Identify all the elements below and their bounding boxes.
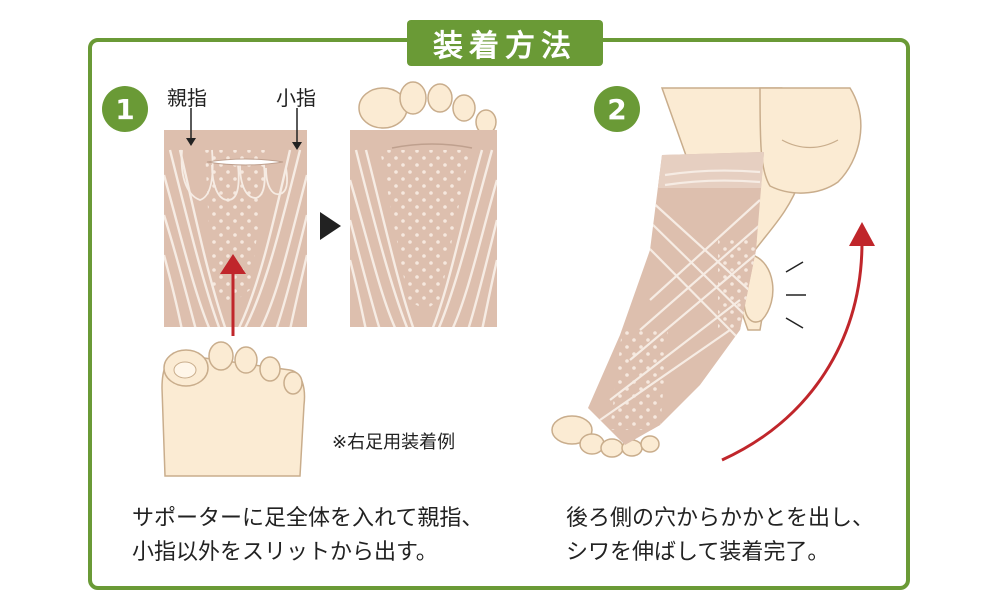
title-badge: 装着方法 [407,20,603,66]
sock-panel-before [164,130,307,327]
big-toe-label: 親指 [167,86,207,110]
up-arrow-icon [721,222,875,462]
step-1-badge: 1 [102,86,148,132]
step-1-number: 1 [115,92,135,126]
up-arrow-icon [220,254,246,336]
step-2-description-line1: 後ろ側の穴からかかとを出し、 [566,506,875,531]
step-2-badge: 2 [594,86,640,132]
right-foot-note: ※右足用装着例 [332,432,456,453]
step-1-description: サポーターに足全体を入れて親指、 小指以外をスリットから出す。 [132,502,483,570]
step-2-description-line2: シワを伸ばして装着完了。 [566,540,830,565]
pointer-arrow-icon [292,108,302,150]
foot-before [161,341,306,477]
right-triangle-icon [320,212,341,240]
step-2-description: 後ろ側の穴からかかとを出し、 シワを伸ばして装着完了。 [566,502,874,570]
little-toe-label: 小指 [276,86,316,110]
ankle-illustration [551,87,862,458]
step-1-description-line2: 小指以外をスリットから出す。 [132,540,438,565]
motion-lines-icon [785,261,806,329]
sock-panel-after [350,81,497,327]
pointer-arrow-icon [186,108,196,146]
step-2-number: 2 [607,92,627,126]
title-text: 装着方法 [433,29,577,64]
step-1-description-line1: サポーターに足全体を入れて親指、 [132,506,484,531]
